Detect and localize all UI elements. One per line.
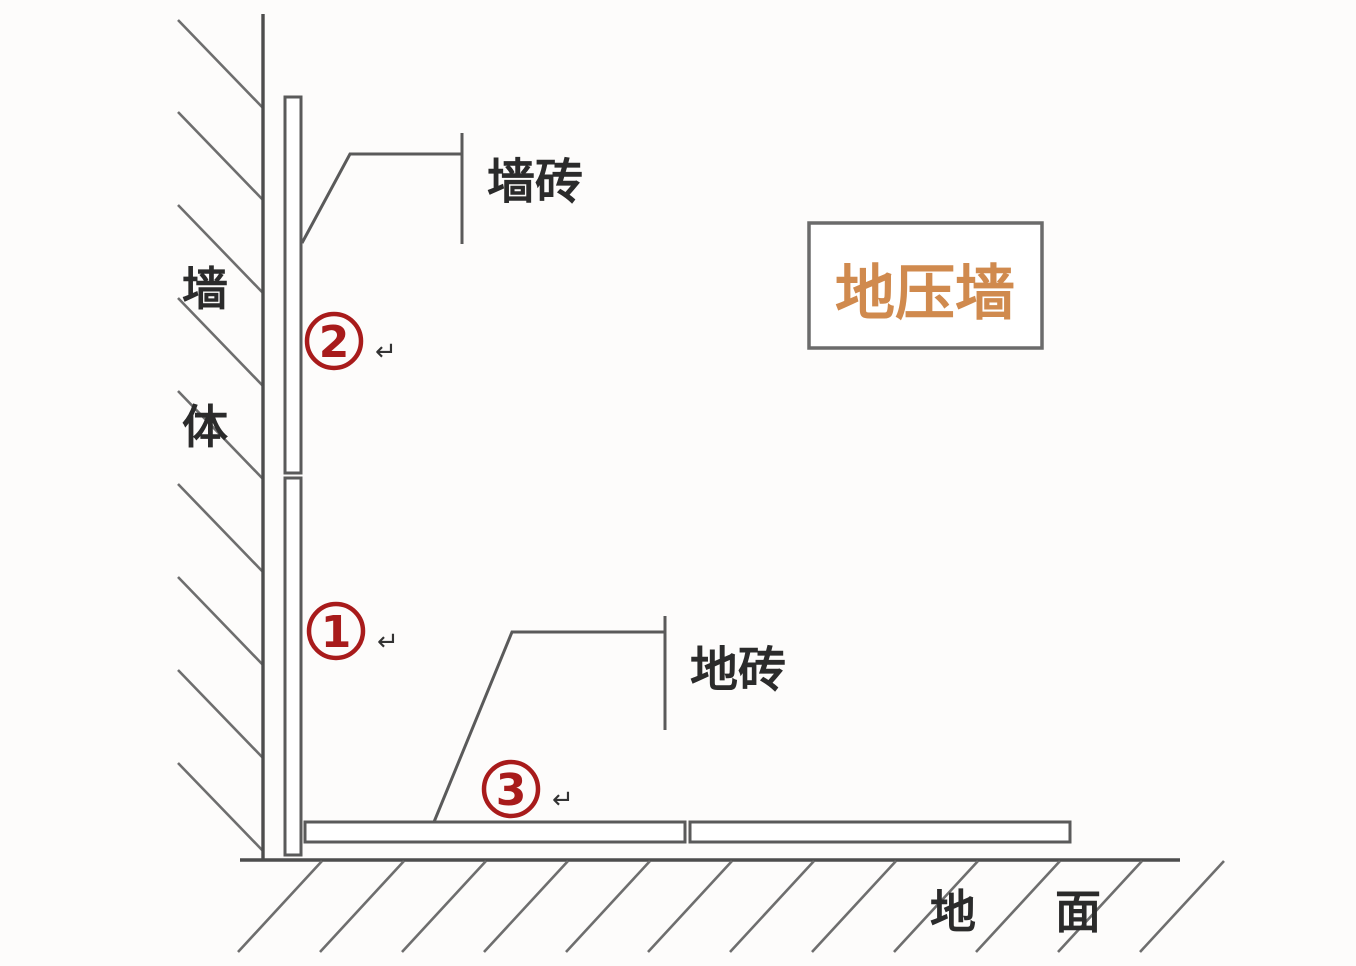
title-box-border [807,221,1044,350]
floor-tile-right [688,820,1072,844]
title-box-label: 地压墙 [835,259,1015,329]
marker-1-return-mark: ↵ [377,627,399,657]
marker-3-number: 3 [496,765,527,816]
marker-3-return-mark: ↵ [552,785,574,815]
marker-1-circle [306,601,366,661]
floor-hatch-line [647,860,733,953]
floor-hatch-line [401,860,487,953]
marker-3-circle [481,759,541,819]
wall-hatch-line [177,19,264,109]
floor-tile-label: 地砖 [690,642,786,698]
wall-hatch-line [177,390,264,480]
title-box: 地压墙 [807,221,1044,350]
wall-hatch-line [177,669,264,759]
ground-label-char1: 地 [930,885,976,939]
wall-tile-lower [283,476,303,857]
wall-tile-leader [300,133,464,244]
wall-tile-label: 墙砖 [487,154,583,210]
floor-tile-left [303,820,687,844]
floor-hatch-line [565,860,651,953]
wall-body-label-char1: 墙 [182,262,228,316]
wall-hatch-group [177,19,264,852]
wall-hatch-line [177,483,264,573]
wall-tile-upper [283,95,303,475]
marker-3: 3 ↵ [481,759,574,819]
wall-hatch-line [177,297,264,387]
floor-hatch-line [319,860,405,953]
floor-hatch-group [237,860,1225,953]
floor-hatch-line [893,860,979,953]
ground-label-char2: 面 [1055,885,1101,939]
wall-body-label-char2: 体 [182,400,228,454]
marker-1: 1 ↵ [306,601,399,661]
wall-hatch-line [177,576,264,666]
floor-hatch-line [975,860,1061,953]
marker-2: 2 ↵ [304,311,397,371]
floor-hatch-line [483,860,569,953]
floor-hatch-line [729,860,815,953]
floor-tile-leader-path [432,630,665,823]
floor-hatch-line [1057,860,1143,953]
marker-2-circle [304,311,364,371]
floor-hatch-line [237,860,323,953]
marker-2-number: 2 [319,317,350,368]
wall-hatch-line [177,762,264,852]
floor-tile-leader [432,616,667,823]
marker-1-number: 1 [321,607,352,658]
wall-tile-leader-path [300,152,462,244]
wall-hatch-line [177,111,264,201]
floor-hatch-line [811,860,897,953]
wall-hatch-line [177,204,264,294]
floor-hatch-line [1139,860,1225,953]
marker-2-return-mark: ↵ [375,337,397,367]
